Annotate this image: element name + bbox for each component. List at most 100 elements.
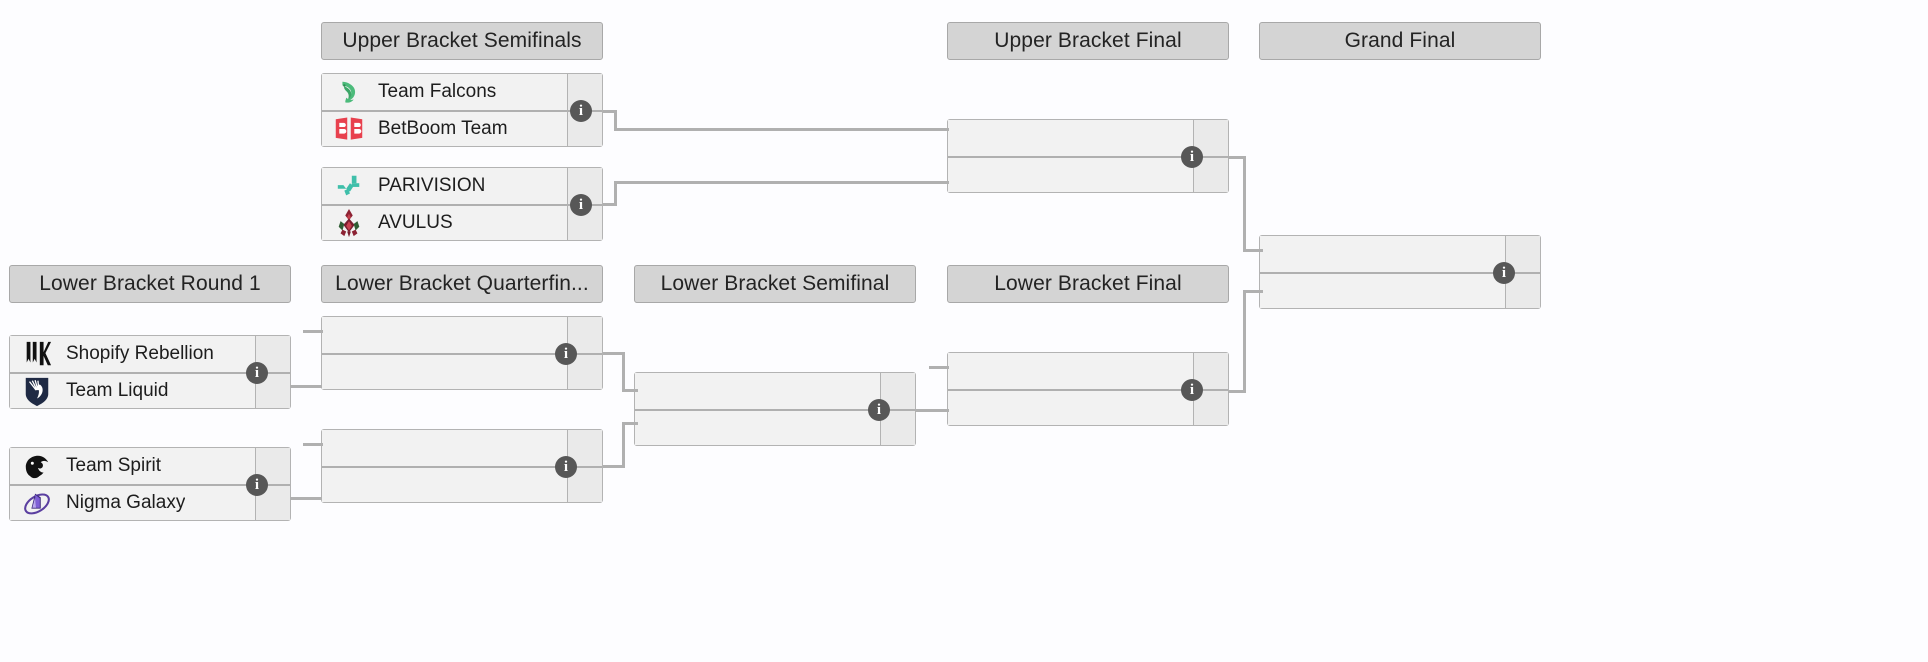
team-name: PARIVISION: [378, 175, 486, 196]
match-teams: Shopify Rebellion Team Liquid: [10, 336, 255, 408]
score-value: [568, 353, 602, 389]
connector-ubf-into-gf: [1243, 249, 1263, 252]
connector-lbqf1-top-stub: [303, 330, 323, 333]
team-row[interactable]: [322, 317, 567, 353]
match-upper-bracket-semifinal-1[interactable]: Team Falcons BetBoom Team i: [321, 73, 603, 147]
team-row[interactable]: [635, 409, 880, 445]
round-header-lower-bracket-semifinal[interactable]: Lower Bracket Semifinal: [634, 265, 916, 303]
connector-lbqf2-top-stub: [303, 443, 323, 446]
team-name: Team Falcons: [378, 81, 497, 102]
connector-ubf-out: [1228, 156, 1246, 159]
round-header-lower-bracket-round-1[interactable]: Lower Bracket Round 1: [9, 265, 291, 303]
match-lower-bracket-semifinal[interactable]: i: [634, 372, 916, 446]
match-lower-bracket-quarterfinal-2[interactable]: i: [321, 429, 603, 503]
team-row[interactable]: Team Liquid: [10, 372, 255, 408]
score-value: [881, 409, 915, 445]
team-row[interactable]: [322, 466, 567, 502]
team-row[interactable]: [948, 353, 1193, 389]
score-value: [1506, 272, 1540, 308]
round-header-upper-bracket-semifinals[interactable]: Upper Bracket Semifinals: [321, 22, 603, 60]
connector-ubf-drop: [1243, 156, 1246, 252]
falcons-logo: [332, 75, 366, 109]
match-lower-bracket-quarterfinal-1[interactable]: i: [321, 316, 603, 390]
team-row[interactable]: AVULUS: [322, 204, 567, 240]
match-info-icon[interactable]: i: [1181, 379, 1203, 401]
nigma-galaxy-logo: [20, 486, 54, 520]
team-name: Nigma Galaxy: [66, 492, 186, 513]
match-grand-final[interactable]: i: [1259, 235, 1541, 309]
connector-lbqf2-rise: [622, 422, 625, 468]
round-header-grand-final[interactable]: Grand Final: [1259, 22, 1541, 60]
team-name: Team Spirit: [66, 455, 162, 476]
connector-lbqf1-drop: [622, 352, 625, 392]
score-value: [1194, 156, 1228, 192]
team-row[interactable]: [635, 373, 880, 409]
team-row[interactable]: BetBoom Team: [322, 110, 567, 146]
match-info-icon[interactable]: i: [555, 456, 577, 478]
team-row[interactable]: [322, 430, 567, 466]
betboom-logo: [332, 112, 366, 146]
match-teams: [322, 430, 567, 502]
team-row[interactable]: [948, 389, 1193, 425]
match-info-icon[interactable]: i: [868, 399, 890, 421]
connector-lbqf1-into-lbsf: [622, 389, 638, 392]
connector-lbqf2-out: [603, 465, 625, 468]
team-spirit-logo: [20, 449, 54, 483]
match-info-icon[interactable]: i: [1493, 262, 1515, 284]
team-row[interactable]: [322, 353, 567, 389]
round-header-lower-bracket-final[interactable]: Lower Bracket Final: [947, 265, 1229, 303]
match-teams: [948, 353, 1193, 425]
round-header-lower-bracket-quarterfinals[interactable]: Lower Bracket Quarterfin...: [321, 265, 603, 303]
connector-lbqf2-into-lbsf: [622, 422, 638, 425]
parivision-logo: [332, 169, 366, 203]
team-name: BetBoom Team: [378, 118, 508, 139]
match-info-icon[interactable]: i: [570, 194, 592, 216]
avulus-logo: [332, 206, 366, 240]
team-row[interactable]: [1260, 272, 1505, 308]
team-row[interactable]: PARIVISION: [322, 168, 567, 204]
team-name: Shopify Rebellion: [66, 343, 214, 364]
team-row[interactable]: Shopify Rebellion: [10, 336, 255, 372]
match-info-icon[interactable]: i: [246, 474, 268, 496]
connector-lbqf1-out: [603, 352, 625, 355]
team-row[interactable]: [948, 120, 1193, 156]
connector-ubsf2-into-ubf: [614, 181, 949, 184]
match-teams: [635, 373, 880, 445]
match-info-icon[interactable]: i: [1181, 146, 1203, 168]
match-teams: Team Falcons BetBoom Team: [322, 74, 567, 146]
team-row[interactable]: Team Falcons: [322, 74, 567, 110]
match-lower-bracket-round-1-match-2[interactable]: Team Spirit Nigma Galaxy i: [9, 447, 291, 521]
connector-ubsf1-into-ubf: [614, 128, 949, 131]
match-upper-bracket-semifinal-2[interactable]: PARIVISION AVULUS: [321, 167, 603, 241]
round-header-upper-bracket-final[interactable]: Upper Bracket Final: [947, 22, 1229, 60]
connector-lbr1m2-out: [290, 497, 322, 500]
match-teams: [948, 120, 1193, 192]
score-value: [568, 466, 602, 502]
match-info-icon[interactable]: i: [555, 343, 577, 365]
score-value: [256, 484, 290, 520]
match-teams: Team Spirit Nigma Galaxy: [10, 448, 255, 520]
match-teams: PARIVISION AVULUS: [322, 168, 567, 240]
connector-lbsf-out: [915, 409, 949, 412]
match-teams: [1260, 236, 1505, 308]
connector-lbf-top-stub: [929, 366, 949, 369]
connector-lbr1m1-out: [290, 385, 322, 388]
match-teams: [322, 317, 567, 389]
match-info-icon[interactable]: i: [246, 362, 268, 384]
team-row[interactable]: [1260, 236, 1505, 272]
connector-lbf-rise: [1243, 290, 1246, 393]
match-upper-bracket-final[interactable]: i: [947, 119, 1229, 193]
match-lower-bracket-final[interactable]: i: [947, 352, 1229, 426]
match-lower-bracket-round-1-match-1[interactable]: Shopify Rebellion Team Liquid i: [9, 335, 291, 409]
score-value: [1194, 389, 1228, 425]
team-name: Team Liquid: [66, 380, 169, 401]
team-row[interactable]: Nigma Galaxy: [10, 484, 255, 520]
match-info-icon[interactable]: i: [570, 100, 592, 122]
team-row[interactable]: [948, 156, 1193, 192]
team-row[interactable]: Team Spirit: [10, 448, 255, 484]
connector-lbf-out: [1228, 390, 1246, 393]
shopify-rebellion-logo: [20, 337, 54, 371]
connector-lbf-into-gf: [1243, 290, 1263, 293]
connector-ubsf1-drop: [614, 110, 617, 131]
